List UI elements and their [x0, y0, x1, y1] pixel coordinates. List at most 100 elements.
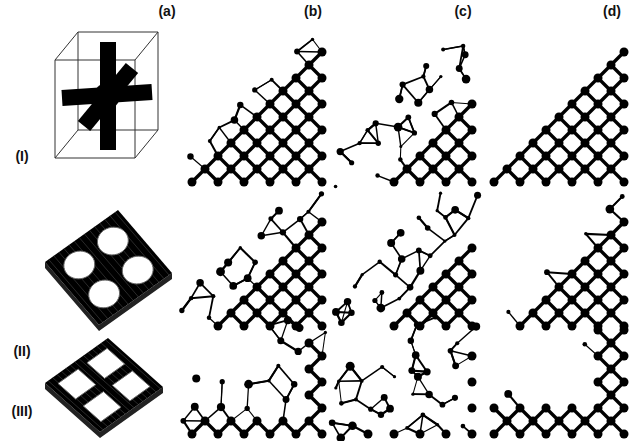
atom [305, 61, 314, 70]
atom [516, 152, 525, 161]
atom [339, 401, 344, 406]
panel-label: (I) [14, 149, 29, 164]
atomic-bond [269, 381, 286, 400]
atom [318, 430, 327, 439]
atom [405, 426, 409, 430]
plate-hole [58, 369, 96, 399]
atomic-bond [339, 381, 342, 403]
cube-edge [55, 60, 135, 158]
atom [455, 139, 464, 148]
atom [277, 337, 284, 344]
atom [279, 257, 288, 266]
atom [305, 231, 314, 240]
atom [432, 111, 438, 117]
atom [201, 165, 210, 174]
atom [414, 99, 422, 107]
atom [581, 283, 590, 292]
atom [275, 207, 283, 215]
panel-label: (c) [453, 4, 472, 19]
atom [292, 100, 301, 109]
atomic-bond [468, 195, 477, 218]
atom [207, 315, 212, 320]
atom [468, 178, 477, 187]
atomic-bond [297, 39, 312, 51]
atom [620, 352, 629, 361]
cube-with-cross [55, 32, 158, 158]
atom [318, 270, 327, 279]
atom [191, 403, 199, 411]
atom [240, 178, 249, 187]
atom [218, 126, 221, 129]
atom [594, 100, 603, 109]
atom [620, 326, 629, 335]
atomic-bond [360, 142, 379, 143]
atom [439, 75, 442, 78]
atom [412, 351, 420, 359]
atom [266, 100, 275, 109]
atom [581, 417, 590, 426]
atom [381, 394, 388, 401]
atom [620, 126, 629, 135]
atom [292, 152, 301, 161]
atom [214, 178, 223, 187]
atom [607, 257, 616, 266]
atom [211, 294, 215, 298]
atomic-bond [428, 228, 445, 241]
atom [305, 391, 314, 400]
atom [555, 165, 564, 174]
plate-hole [83, 392, 121, 422]
atomic-bond [308, 194, 321, 212]
atom [594, 378, 603, 387]
atom [305, 257, 314, 266]
atom [620, 48, 629, 57]
atom [568, 404, 577, 413]
panel-label: (II) [12, 344, 31, 359]
atom [266, 178, 275, 187]
atom [305, 417, 314, 426]
atom [227, 165, 236, 174]
atom [455, 283, 464, 292]
plate-round-holes [45, 210, 172, 331]
atom [581, 165, 590, 174]
panel-label: (d) [602, 4, 622, 19]
atom [607, 231, 616, 240]
atom [208, 139, 212, 143]
atom [217, 403, 225, 411]
lattice-panel [180, 316, 327, 438]
atom [542, 296, 551, 305]
atom [372, 298, 377, 303]
atom [442, 270, 451, 279]
atom [318, 244, 327, 253]
atomic-bond [455, 218, 469, 235]
cube-edge [55, 32, 78, 60]
atom [452, 395, 458, 401]
atom [284, 316, 292, 324]
atomic-bond [380, 262, 396, 275]
atom [441, 48, 445, 52]
atomic-bond [283, 219, 300, 232]
plate-top [45, 338, 163, 432]
atom [318, 378, 327, 387]
atomic-bond [362, 367, 382, 381]
atom [468, 296, 477, 305]
atom [332, 308, 340, 316]
atom [620, 152, 629, 161]
atom [468, 404, 477, 413]
atom [229, 282, 237, 290]
atom [305, 365, 314, 374]
atom [279, 417, 288, 426]
atom [468, 152, 477, 161]
atomic-bond [437, 193, 440, 211]
atomic-bond [210, 128, 219, 141]
atom [529, 165, 538, 174]
atom [373, 120, 379, 126]
atom [581, 257, 590, 266]
atom [568, 152, 577, 161]
atomic-bond [269, 366, 279, 381]
atom [292, 296, 301, 305]
atom [266, 430, 275, 439]
lattice-panel [332, 191, 481, 330]
atom [594, 244, 603, 253]
atom [607, 139, 616, 148]
